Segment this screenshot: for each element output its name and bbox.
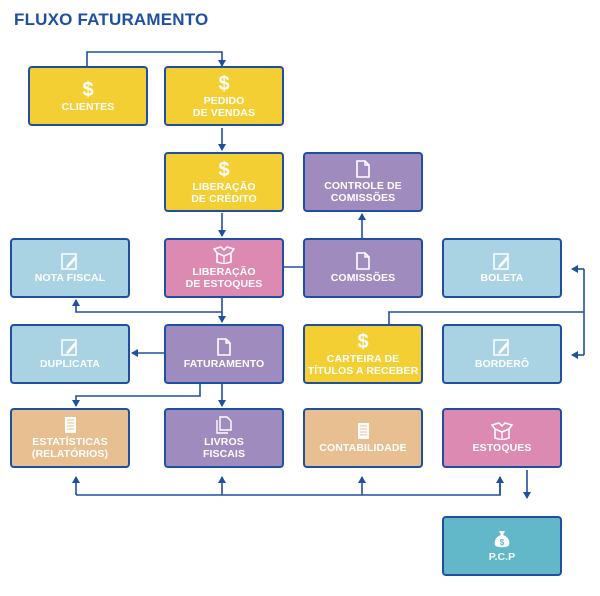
edit-document-icon [61,253,77,270]
node-label: ESTATÍSTICAS (RELATÓRIOS) [31,436,109,460]
diagram-title: FLUXO FATURAMENTO [14,10,209,29]
node-bordero: BORDERÔ [442,324,562,384]
dollar-icon: $ [357,331,368,351]
node-label: CLIENTES [61,101,115,113]
dollar-icon: $ [218,159,229,179]
node-carteira-de-titulos: $ CARTEIRA DE TÍTULOS A RECEBER [303,324,423,384]
edit-document-icon [493,339,509,356]
node-duplicata: DUPLICATA [10,324,130,384]
line-carteira-right [388,311,584,324]
node-label: BOLETA [480,272,524,284]
node-estoques: ESTOQUES [442,408,562,468]
document-icon [356,252,370,270]
node-label: CONTABILIDADE [319,442,407,454]
node-liberacao-de-credito: $ LIBERAÇÃO DE CRÉDITO [164,152,284,212]
node-livros-fiscais: LIVROS FISCAIS [164,408,284,468]
node-label: P.C.P [488,551,516,563]
documents-icon [216,416,232,434]
dollar-icon: $ [218,73,229,93]
document-icon [356,160,370,178]
node-boleta: BOLETA [442,238,562,298]
node-label: BORDERÔ [474,358,530,370]
node-label: LIBERAÇÃO DE ESTOQUES [185,266,263,290]
node-label: ESTOQUES [472,442,532,454]
svg-text:$: $ [82,79,93,99]
node-label: CARTEIRA DE TÍTULOS A RECEBER [307,353,419,377]
node-label: FATURAMENTO [183,358,265,370]
node-nota-fiscal: NOTA FISCAL [10,238,130,298]
node-label: PEDIDO DE VENDAS [192,95,256,119]
node-liberacao-de-estoques: LIBERAÇÃO DE ESTOQUES [164,238,284,298]
svg-text:$: $ [218,73,229,93]
node-clientes: $ CLIENTES [28,66,148,126]
box-icon [491,422,513,440]
arrow-to-nota-fiscal [72,299,222,313]
node-label: LIBERAÇÃO DE CRÉDITO [191,181,257,205]
node-label: COMISSÕES [330,272,396,284]
svg-text:$: $ [357,331,368,351]
box-icon [213,246,235,264]
node-controle-de-comissoes: CONTROLE DE COMISSÕES [303,152,423,212]
node-label: CONTROLE DE COMISSÕES [324,180,402,204]
node-faturamento: FATURAMENTO [164,324,284,384]
svg-text:$: $ [500,538,505,547]
node-pedido-de-vendas: $ PEDIDO DE VENDAS [164,66,284,126]
node-comissoes: COMISSÕES [303,238,423,298]
document-icon [217,338,231,356]
line-bottom-distribution [76,477,501,496]
node-pcp: $ P.C.P [442,516,562,576]
node-label: DUPLICATA [39,358,100,370]
notebook-icon [65,417,76,433]
notebook-icon [358,423,369,439]
edit-document-icon [61,339,77,356]
dollar-icon: $ [82,79,93,99]
svg-text:$: $ [218,159,229,179]
node-contabilidade: CONTABILIDADE [303,408,423,468]
edit-document-icon [493,253,509,270]
money-bag-icon: $ [494,531,510,548]
arrow-faturamento-estatisticas [72,384,201,407]
node-label: NOTA FISCAL [34,272,106,284]
arrow-clientes-pedido [86,51,226,68]
node-estatisticas: ESTATÍSTICAS (RELATÓRIOS) [10,408,130,468]
node-label: LIVROS FISCAIS [202,436,246,460]
